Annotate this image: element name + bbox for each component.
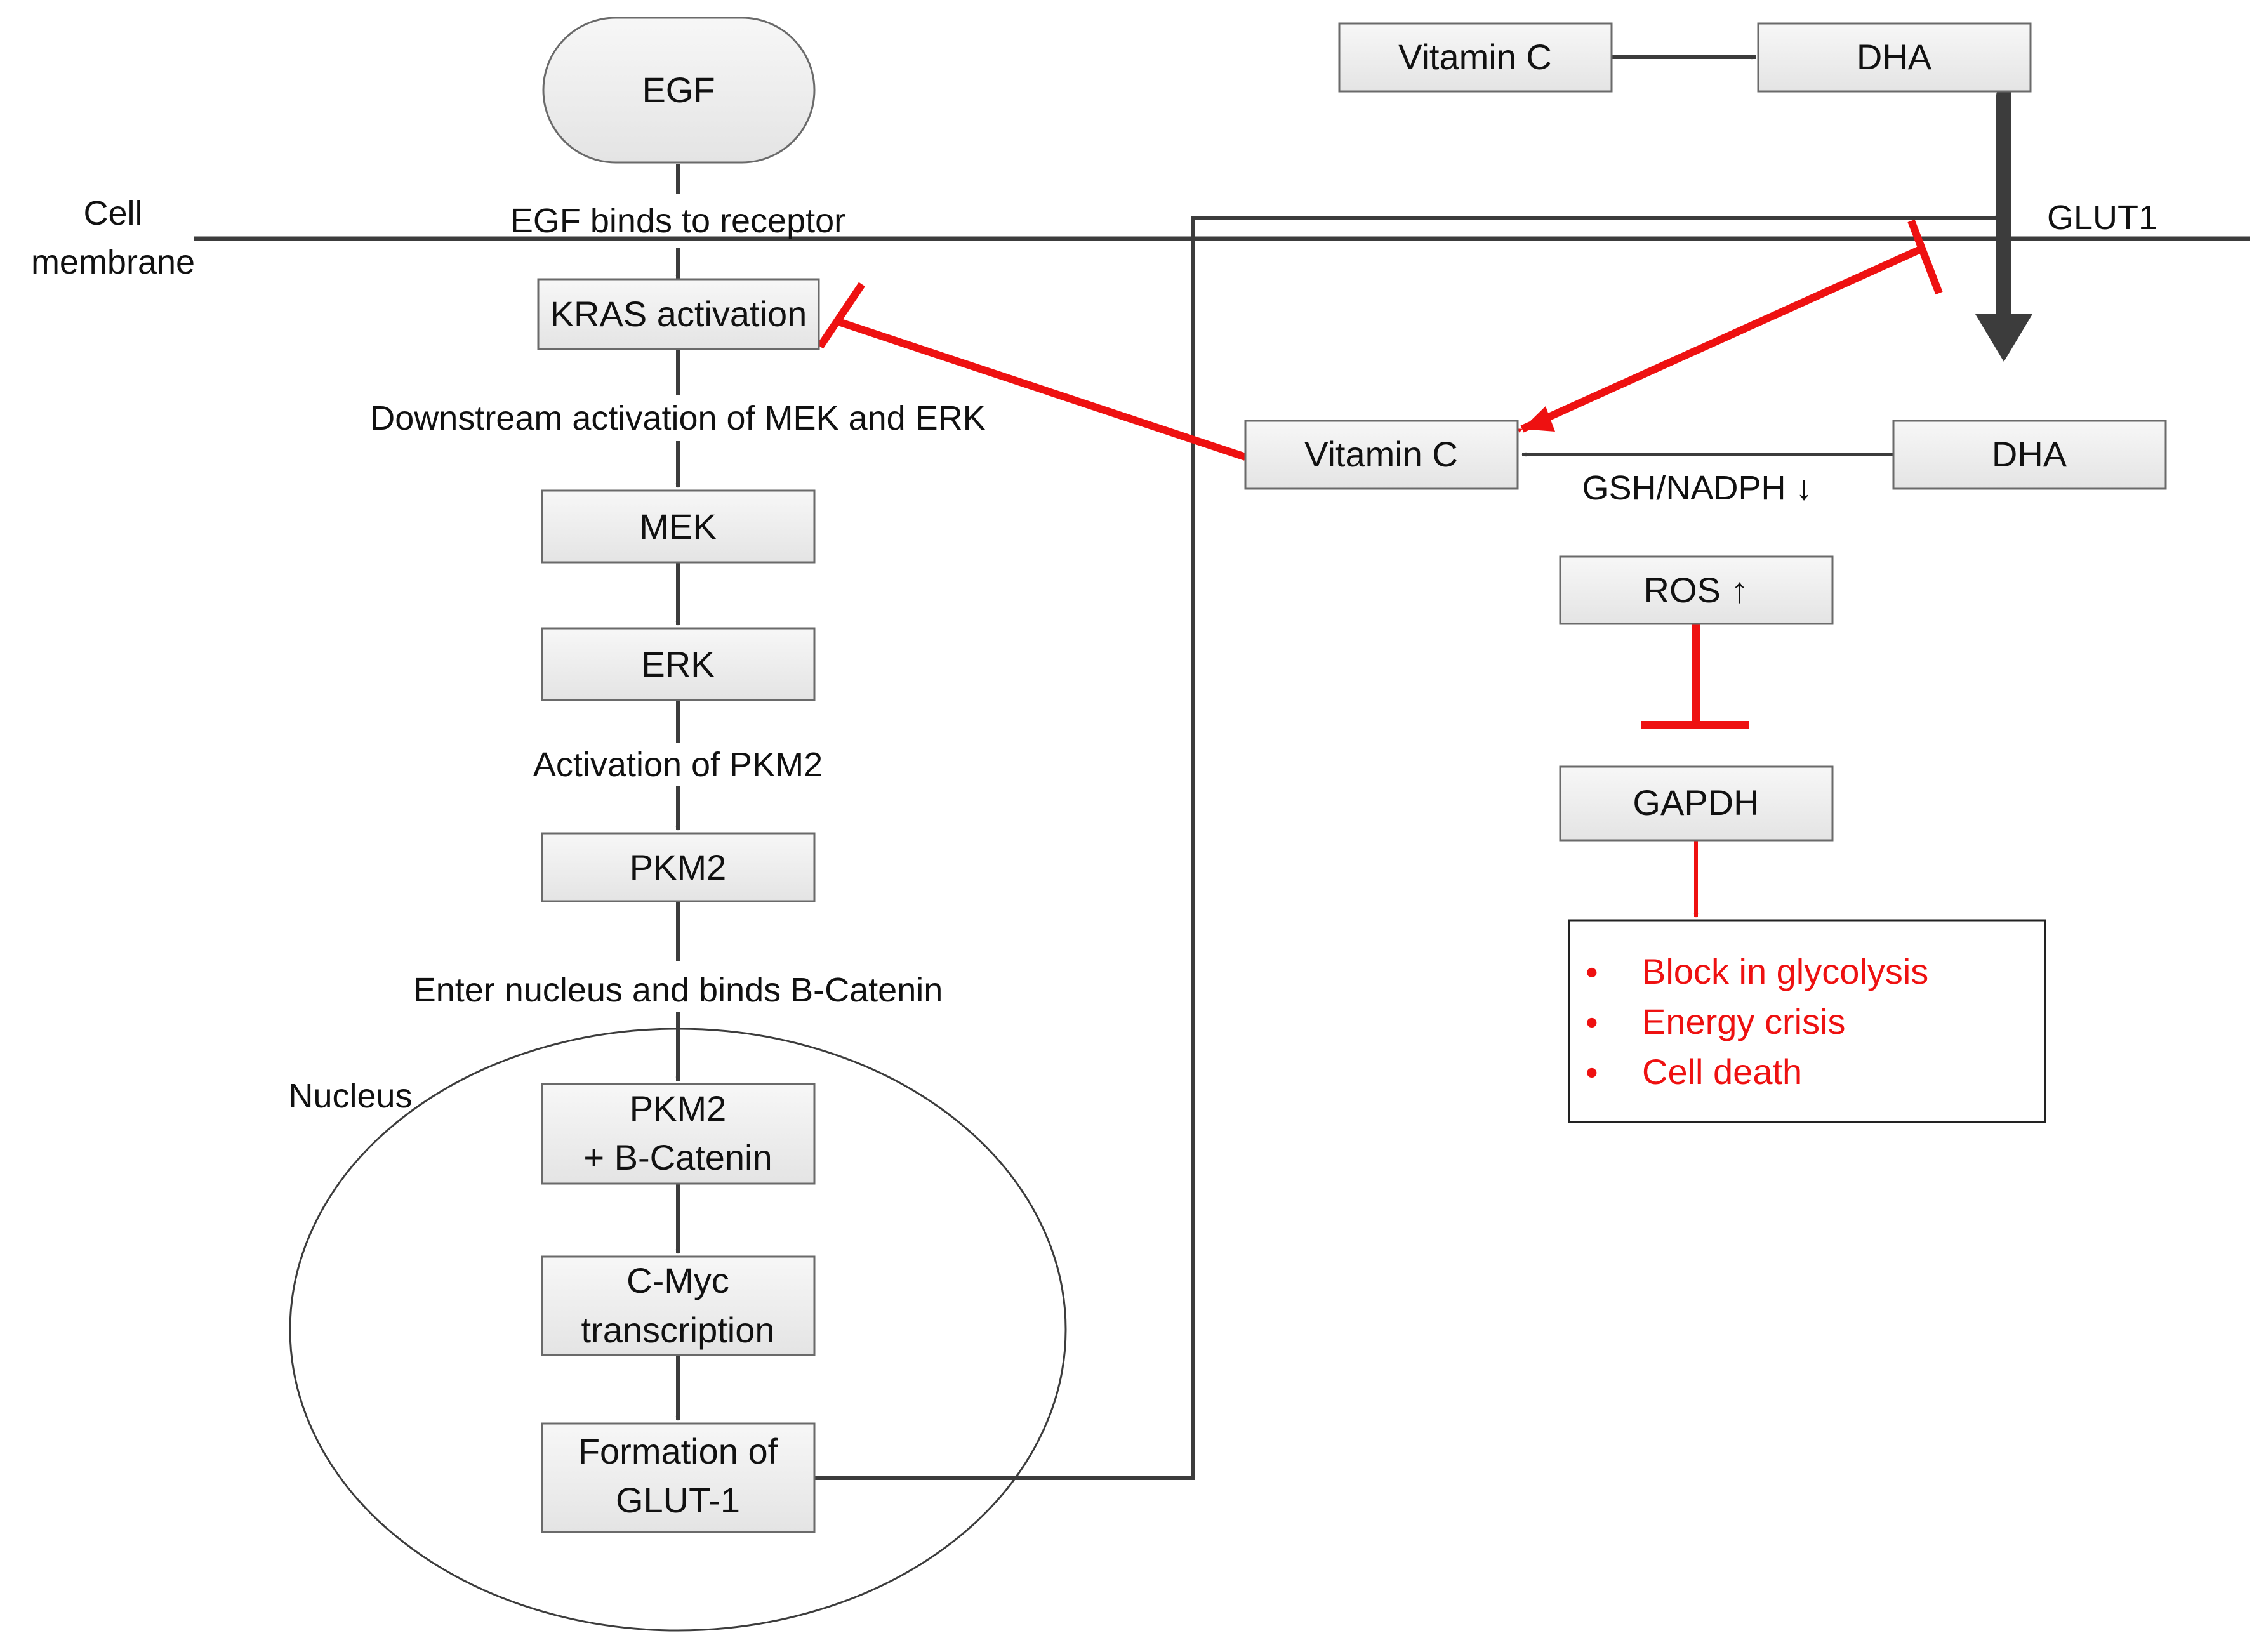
egf-binds-label: EGF binds to receptor <box>510 202 845 240</box>
dha-transport-arrowhead <box>1975 314 2032 362</box>
cell-membrane-label-line1: Cell <box>83 194 142 232</box>
egf-node: EGF <box>542 17 816 164</box>
gsh-nadph-label: GSH/NADPH ↓ <box>1582 469 1812 507</box>
svg-text:DHA: DHA <box>1857 37 1932 77</box>
svg-text:EGF: EGF <box>642 70 715 110</box>
outcome-item-2: Energy crisis <box>1642 1001 1846 1041</box>
svg-text:KRAS activation: KRAS activation <box>550 294 807 334</box>
vitc-inhibits-glut1-arrowhead <box>1522 406 1555 432</box>
gapdh-node: GAPDH <box>1559 765 1834 842</box>
outcome-bullet-1: • <box>1586 952 1598 992</box>
svg-text:C-Myc: C-Myc <box>626 1260 729 1300</box>
svg-text:PKM2: PKM2 <box>630 1088 727 1128</box>
outcome-box: • Block in glycolysis • Energy crisis • … <box>1568 919 2046 1123</box>
vitc-inhibits-kras-line <box>833 317 1247 461</box>
enter-nucleus-label: Enter nucleus and binds B-Catenin <box>413 971 943 1009</box>
downstream-label: Downstream activation of MEK and ERK <box>370 399 985 437</box>
outcome-bullet-2: • <box>1586 1002 1598 1042</box>
ros-node: ROS ↑ <box>1559 555 1834 625</box>
activation-pkm2-label: Activation of PKM2 <box>533 746 823 784</box>
vitc-inhibits-glut1-tbar <box>1907 219 1943 295</box>
svg-text:GLUT-1: GLUT-1 <box>616 1480 740 1520</box>
vitc-inhibits-kras-tbar <box>817 282 865 349</box>
svg-text:MEK: MEK <box>639 506 716 546</box>
svg-text:ROS ↑: ROS ↑ <box>1644 570 1749 610</box>
mek-node: MEK <box>541 489 816 564</box>
svg-text:Formation of: Formation of <box>578 1431 778 1471</box>
svg-text:PKM2: PKM2 <box>630 847 727 887</box>
svg-text:transcription: transcription <box>581 1310 774 1350</box>
vitc-top-node: Vitamin C <box>1338 22 1613 93</box>
glut1-transport-line <box>815 215 2000 1480</box>
svg-text:DHA: DHA <box>1992 434 2067 474</box>
kras-node: KRAS activation <box>537 278 820 350</box>
dha-mid-node: DHA <box>1892 420 2167 490</box>
outcome-item-1: Block in glycolysis <box>1642 951 1928 991</box>
outcome-bullet-3: • <box>1586 1052 1598 1092</box>
dha-top-node: DHA <box>1757 22 2032 93</box>
svg-text:ERK: ERK <box>641 644 714 684</box>
svg-text:Vitamin C: Vitamin C <box>1398 37 1552 77</box>
glut1-label: GLUT1 <box>2047 199 2157 237</box>
svg-text:Vitamin C: Vitamin C <box>1304 434 1458 474</box>
outcome-item-3: Cell death <box>1642 1052 1802 1092</box>
cmyc-node: C-Myc transcription <box>541 1255 816 1356</box>
vitc-inhibits-glut1-line <box>1517 244 1926 433</box>
pkm2-bcatenin-node: PKM2 + B-Catenin <box>541 1083 816 1185</box>
nucleus-label: Nucleus <box>288 1077 412 1115</box>
pkm2-node: PKM2 <box>541 832 816 902</box>
svg-text:GAPDH: GAPDH <box>1633 783 1759 823</box>
glut1-formation-node: Formation of GLUT-1 <box>541 1422 816 1533</box>
erk-node: ERK <box>541 627 816 701</box>
svg-text:+ B-Catenin: + B-Catenin <box>583 1137 772 1177</box>
vitc-mid-node: Vitamin C <box>1244 420 1519 490</box>
cell-membrane-label-line2: membrane <box>31 243 195 281</box>
